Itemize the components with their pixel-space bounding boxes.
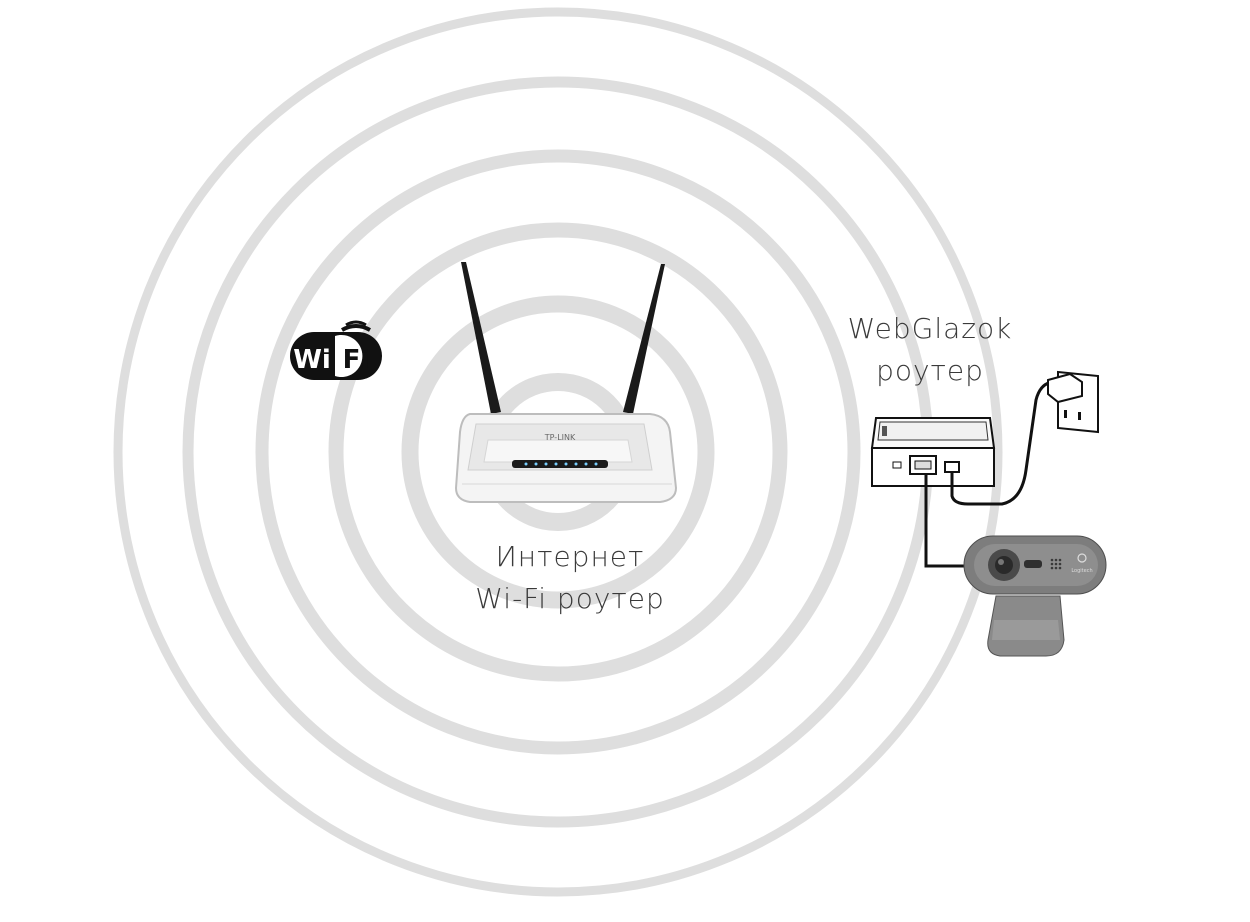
signal-ring: [113, 7, 1003, 897]
power-socket-icon: [1047, 370, 1099, 434]
main-router-label-line2: Wi-Fi роутер: [475, 582, 665, 615]
wifi-logo-icon: Wi Fi: [290, 320, 382, 380]
signal-ring: [255, 149, 861, 755]
webglazok-router-label-line1: WebGlazok: [847, 312, 1013, 345]
signal-ring: [401, 295, 715, 609]
webglazok-router-icon: [870, 417, 996, 487]
webglazok-router-label: WebGlazok роутер: [820, 308, 1040, 392]
wifi-logo-right-text: Fi: [343, 345, 370, 375]
signal-ring: [328, 222, 788, 682]
webglazok-router-label-line2: роутер: [876, 354, 984, 387]
main-router-icon: TP-LINK: [454, 262, 678, 503]
main-router-label: Интернет Wi-Fi роутер: [420, 536, 720, 620]
webcam-icon: Logitech: [963, 535, 1107, 657]
router-brand-text: TP-LINK: [544, 433, 576, 442]
wifi-logo-left-text: Wi: [293, 345, 331, 375]
webcam-brand-text: Logitech: [1071, 568, 1092, 574]
cables: [924, 380, 1053, 568]
main-router-label-line1: Интернет: [495, 540, 645, 573]
signal-rings: [113, 7, 1003, 897]
